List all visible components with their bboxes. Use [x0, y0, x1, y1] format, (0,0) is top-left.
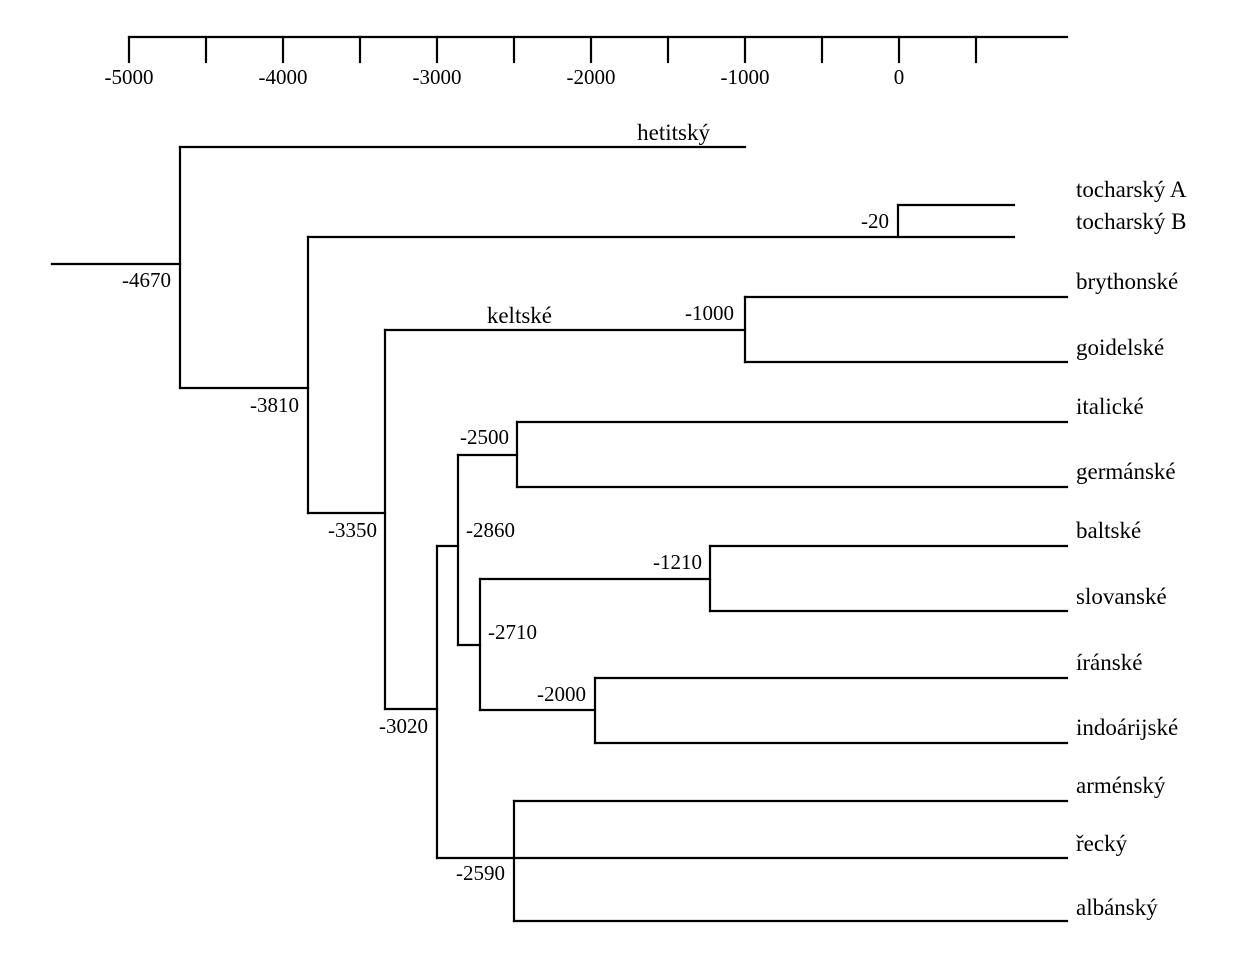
node-label: -1000 — [685, 301, 734, 325]
axis-tick-label: -3000 — [413, 65, 462, 89]
axis-tick-label: -2000 — [567, 65, 616, 89]
leaf-label: tocharský A — [1076, 177, 1187, 202]
node-label: -20 — [861, 209, 889, 233]
node-label: -2590 — [456, 861, 505, 885]
axis-tick-label: -4000 — [259, 65, 308, 89]
hittite-label: hetitský — [637, 120, 710, 145]
node-label: -2500 — [460, 425, 509, 449]
leaf-label: goidelské — [1076, 335, 1164, 360]
leaf-label: italické — [1076, 394, 1144, 419]
leaf-label: tocharský B — [1076, 209, 1187, 234]
node-label: -2000 — [537, 682, 586, 706]
leaf-label: indoárijské — [1076, 715, 1178, 740]
leaf-label: íránské — [1076, 650, 1142, 675]
node-label: -2710 — [488, 620, 537, 644]
leaf-label: brythonské — [1076, 269, 1178, 294]
node-label: -3810 — [250, 393, 299, 417]
leaf-label: řecký — [1076, 831, 1128, 856]
leaf-label: germánské — [1076, 459, 1176, 484]
axis-tick-label: -1000 — [721, 65, 770, 89]
node-label: -4670 — [122, 268, 171, 292]
time-axis: -5000 -4000 -3000 -2000 -1000 0 — [105, 35, 1069, 89]
node-label: -1210 — [653, 550, 702, 574]
node-label: -2860 — [466, 518, 515, 542]
leaf-label: arménský — [1076, 773, 1166, 798]
node-label: -3350 — [328, 518, 377, 542]
leaf-label: albánský — [1076, 895, 1158, 920]
tree-branches — [50, 145, 1069, 923]
leaf-label: baltské — [1076, 518, 1141, 543]
node-label: -3020 — [379, 714, 428, 738]
axis-tick-label: 0 — [894, 65, 905, 89]
axis-tick-label: -5000 — [105, 65, 154, 89]
leaf-label: slovanské — [1076, 584, 1167, 609]
celtic-label: keltské — [487, 303, 552, 328]
